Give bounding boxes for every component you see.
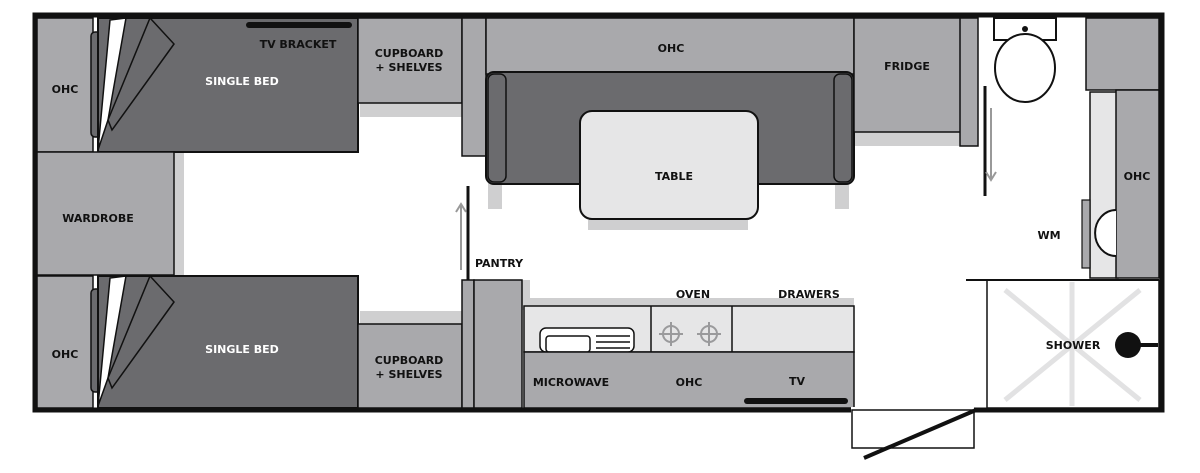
- label-drawers: DRAWERS: [778, 288, 840, 301]
- bed-pillow-top: [97, 17, 127, 151]
- ohc-left-bottom: [36, 275, 94, 409]
- ohc-right: [1115, 89, 1160, 279]
- cabinet-end-top: [461, 17, 487, 157]
- label-ohc-bottom-center: OHC: [676, 376, 703, 389]
- label-tv: TV: [789, 375, 806, 388]
- fridge: [853, 17, 963, 133]
- label-table: TABLE: [655, 170, 693, 183]
- label-microwave: MICROWAVE: [533, 376, 609, 389]
- fridge-side-panel: [959, 17, 979, 147]
- outer-wall: [32, 12, 1165, 413]
- sink-icon: [1081, 199, 1117, 269]
- cooktop-burner-icon: [659, 322, 721, 346]
- tv-bar: [744, 398, 848, 404]
- dinette-seat-back-right: [833, 73, 853, 183]
- label-oven: OVEN: [676, 288, 710, 301]
- entry-step: [851, 409, 975, 449]
- label-cupboard-bottom-line1: CUPBOARD: [375, 354, 444, 367]
- label-ohc-left-bottom: OHC: [52, 348, 79, 361]
- label-pantry: PANTRY: [475, 257, 524, 270]
- ohc-right-top: [1085, 17, 1160, 91]
- ohc-top-center: [485, 17, 855, 75]
- shower-drain-lines: [1003, 282, 1142, 406]
- label-ohc-left-top: OHC: [52, 83, 79, 96]
- label-tv-bracket: TV BRACKET: [260, 38, 337, 51]
- door-swing-arrow-icon: [985, 108, 997, 182]
- label-ohc-right: OHC: [1124, 170, 1151, 183]
- toilet-icon: [993, 17, 1057, 103]
- bed-cover-fold-bottom: [107, 274, 175, 390]
- bed-pillow-bottom: [97, 275, 127, 407]
- bed-cover-fold-top: [107, 16, 175, 132]
- label-single-bed-bottom: SINGLE BED: [205, 343, 279, 356]
- pantry: [473, 279, 523, 409]
- pantry-side: [461, 279, 475, 409]
- cupboard-bottom: [357, 323, 463, 409]
- label-ohc-top-center: OHC: [658, 42, 685, 55]
- label-single-bed-top: SINGLE BED: [205, 75, 279, 88]
- dinette-seat-back-left: [487, 73, 507, 183]
- sink-icon: [539, 327, 635, 353]
- door-swing-arrow-icon: [455, 202, 467, 270]
- tv-bracket-bar: [246, 22, 352, 28]
- label-wm: WM: [1037, 229, 1060, 242]
- label-shower: SHOWER: [1046, 339, 1101, 352]
- label-wardrobe: WARDROBE: [62, 212, 133, 225]
- label-cupboard-bottom-line2: + SHELVES: [375, 368, 442, 381]
- label-cupboard-top-line1: CUPBOARD: [375, 47, 444, 60]
- labels: OHC SINGLE BED TV BRACKET CUPBOARD + SHE…: [52, 38, 1151, 389]
- label-cupboard-top-line2: + SHELVES: [375, 61, 442, 74]
- floor-shadows: [174, 103, 961, 325]
- table: [579, 110, 759, 220]
- entry-door: [863, 408, 977, 460]
- label-fridge: FRIDGE: [884, 60, 930, 73]
- wardrobe: [36, 151, 175, 276]
- shower-head-icon: [1115, 332, 1158, 358]
